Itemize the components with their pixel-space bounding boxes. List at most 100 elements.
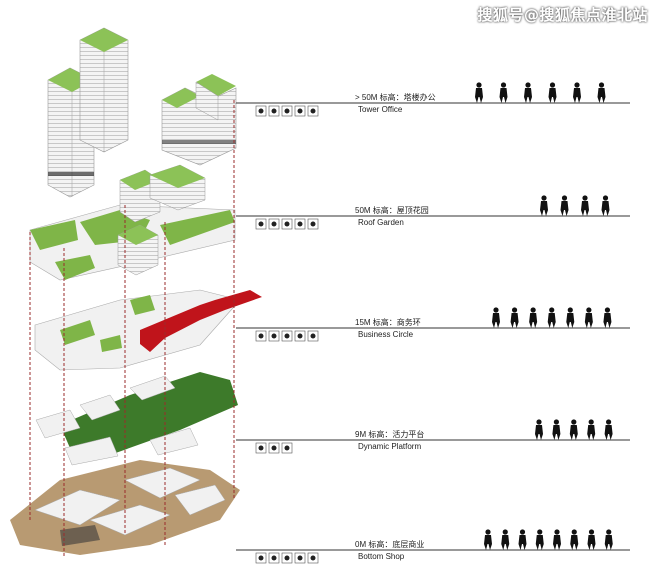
meeting-icon-glyph: [271, 333, 277, 339]
person-silhouette-head: [571, 529, 577, 535]
person-silhouette-head: [574, 82, 580, 88]
person-silhouette-body: [560, 201, 569, 216]
person-silhouette-head: [553, 419, 560, 425]
meeting-icon-glyph: [271, 221, 277, 227]
level-row-dynamic-platform: 9M 标高：活力平台 Dynamic Platform: [236, 419, 630, 454]
person-silhouette-head: [519, 529, 526, 535]
person-silhouette-body: [601, 201, 610, 216]
person-silhouette-head: [571, 419, 577, 425]
shop-icon-glyph: [310, 555, 316, 561]
person-silhouette-head: [582, 195, 588, 201]
level-label-en: Dynamic Platform: [358, 442, 421, 451]
person-silhouette-head: [493, 307, 499, 313]
mail-icon-glyph: [297, 221, 303, 227]
person-silhouette-head: [606, 419, 612, 425]
person-silhouette-body: [603, 313, 612, 328]
person-silhouette-head: [525, 82, 531, 88]
roof-garden-plate: [29, 164, 236, 281]
person-silhouette-body: [492, 313, 500, 328]
business-circle-plate: [34, 289, 262, 371]
person-silhouette-body: [540, 201, 548, 216]
level-label-cn: 0M 标高：底层商业: [355, 539, 424, 549]
gear-icon-glyph: [258, 333, 264, 339]
walking-icon-glyph: [284, 221, 290, 227]
envelope-icon-glyph: [310, 221, 316, 227]
person-silhouette-head: [554, 529, 560, 535]
person-silhouette-body: [566, 313, 575, 328]
level-label-cn: > 50M 标高：塔楼办公: [355, 92, 436, 102]
person-silhouette-body: [552, 425, 561, 440]
dynamic-platform-plate: [35, 372, 238, 466]
person-silhouette-head: [537, 529, 543, 535]
person-silhouette-body: [484, 535, 492, 550]
desk-worker-icon-glyph: [258, 108, 264, 114]
person-silhouette-head: [606, 529, 612, 535]
person-silhouette-body: [569, 425, 578, 440]
person-silhouette-body: [547, 313, 556, 328]
person-silhouette-head: [476, 82, 482, 88]
walking-icon-glyph: [284, 108, 290, 114]
person-silhouette-body: [499, 88, 508, 103]
person-silhouette-body: [535, 425, 543, 440]
person-silhouette-body: [553, 535, 561, 550]
person-silhouette-body: [573, 88, 581, 103]
person-silhouette-body: [510, 313, 519, 328]
person-silhouette-body: [581, 201, 589, 216]
coffee-icon-glyph: [271, 555, 277, 561]
level-label-en: Roof Garden: [358, 218, 404, 227]
level-row-roof-garden: 50M 标高：屋顶花园 Roof Garden: [236, 195, 630, 230]
car-icon-glyph: [297, 555, 303, 561]
person-silhouette-body: [529, 313, 538, 328]
level-label-cn: 9M 标高：活力平台: [355, 429, 424, 439]
person-silhouette-head: [511, 307, 518, 313]
person-silhouette-head: [602, 195, 609, 201]
person-silhouette-head: [541, 195, 547, 201]
person-silhouette-head: [567, 307, 573, 313]
cocktail-icon-glyph: [284, 555, 290, 561]
person-silhouette-head: [549, 307, 555, 313]
dashed-guides: [29, 100, 235, 558]
mail-icon-glyph: [297, 108, 303, 114]
person-silhouette-body: [518, 535, 527, 550]
person-silhouette-head: [485, 529, 491, 535]
level-label-cn: 50M 标高：屋顶花园: [355, 205, 429, 215]
cocktail-icon-glyph: [284, 445, 290, 451]
person-silhouette-head: [604, 307, 611, 313]
envelope-icon-glyph: [310, 108, 316, 114]
person-silhouette-body: [584, 313, 593, 328]
person-silhouette-head: [588, 529, 595, 535]
person-silhouette-body: [597, 88, 606, 103]
person-silhouette-head: [500, 82, 507, 88]
person-silhouette-head: [549, 82, 556, 88]
coffee-icon-glyph: [271, 445, 277, 451]
person-silhouette-head: [598, 82, 605, 88]
person-silhouette-head: [502, 529, 508, 535]
person-silhouette-head: [588, 419, 594, 425]
person-silhouette-body: [604, 425, 613, 440]
person-silhouette-body: [604, 535, 613, 550]
person-silhouette-body: [524, 88, 532, 103]
level-row-business-circle: 15M 标高：商务环 Business Circle: [236, 307, 630, 342]
person-silhouette-head: [586, 307, 592, 313]
person-silhouette-body: [475, 88, 483, 103]
person-silhouette-body: [535, 535, 544, 550]
desk-worker-icon-glyph: [258, 221, 264, 227]
person-silhouette-head: [530, 307, 536, 313]
person-silhouette-body: [501, 535, 510, 550]
coffee-icon-glyph: [297, 333, 303, 339]
person-silhouette-body: [587, 425, 596, 440]
person-silhouette-body: [570, 535, 579, 550]
meeting-icon-glyph: [271, 108, 277, 114]
dining-icon-glyph: [258, 445, 264, 451]
level-label-cn: 15M 标高：商务环: [355, 317, 421, 327]
towers: [47, 27, 237, 198]
level-label-en: Business Circle: [358, 330, 414, 339]
walking-icon-glyph: [284, 333, 290, 339]
level-row-bottom-shop: 0M 标高：底层商业 Bottom Shop: [236, 529, 630, 564]
briefcase-icon-glyph: [310, 333, 316, 339]
level-label-en: Bottom Shop: [358, 552, 405, 561]
